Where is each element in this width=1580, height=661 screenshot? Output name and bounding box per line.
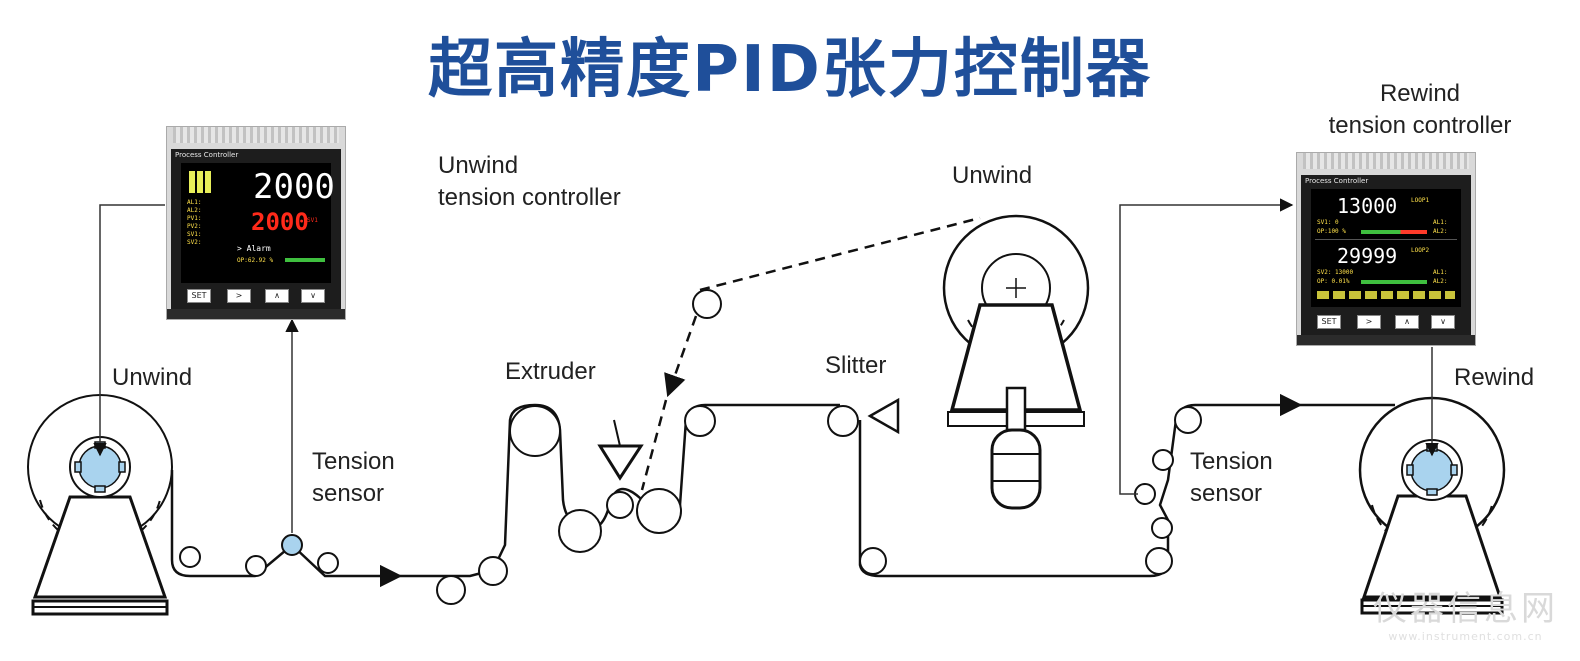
- unwind-tension-controller: Process Controller AL1:AL2:PV1:PV2:SV1:S…: [166, 126, 346, 320]
- controller-vent: [173, 127, 339, 143]
- sv-tag: SV1: [307, 217, 318, 224]
- up-button[interactable]: ∧: [1395, 315, 1419, 329]
- controller-header: Process Controller: [1305, 177, 1369, 185]
- signal-lines: [93, 198, 1439, 533]
- controller-screen: AL1:AL2:PV1:PV2:SV1:SV2: 2000 2000 SV1 >…: [181, 163, 335, 283]
- loop1-value: 13000: [1337, 194, 1398, 218]
- controller-face: Process Controller AL1:AL2:PV1:PV2:SV1:S…: [171, 149, 341, 309]
- sv-display: 2000: [251, 208, 309, 236]
- controller-base: [1297, 335, 1475, 345]
- shift-button[interactable]: >: [227, 289, 251, 303]
- set-button[interactable]: SET: [1317, 315, 1341, 329]
- controller-face: Process Controller 13000 LOOP1 SV1: 0 OP…: [1301, 175, 1471, 335]
- rewind-tension-controller: Process Controller 13000 LOOP1 SV1: 0 OP…: [1296, 152, 1476, 346]
- dashed-web: [640, 216, 981, 491]
- set-button[interactable]: SET: [187, 289, 211, 303]
- controller-vent: [1303, 153, 1469, 169]
- pv-display: 2000: [253, 167, 335, 207]
- diagram-title: 超高精度PID张力控制器: [428, 33, 1152, 107]
- loop2-al2: AL2:: [1433, 278, 1448, 285]
- down-button[interactable]: ∨: [1431, 315, 1455, 329]
- extruder-die: [597, 419, 644, 481]
- screen-divider: [1315, 239, 1457, 240]
- loop2-al1: AL1:: [1433, 269, 1448, 276]
- status-text: AL1:AL2:PV1:PV2:SV1:SV2:: [187, 199, 202, 246]
- slitter-label: Slitter: [825, 352, 887, 379]
- op-text: OP:62.92 %: [237, 257, 274, 264]
- loop1-al1: AL1:: [1433, 219, 1448, 226]
- controller-base: [167, 309, 345, 319]
- loop1-al2: AL2:: [1433, 228, 1448, 235]
- up-button[interactable]: ∧: [265, 289, 289, 303]
- unwind-left-label: Unwind: [112, 364, 193, 391]
- op2-bar: [1361, 280, 1427, 284]
- down-button[interactable]: ∨: [301, 289, 325, 303]
- controller-screen: 13000 LOOP1 SV1: 0 OP:100 % AL1: AL2: 29…: [1311, 189, 1461, 307]
- unwind-reel-left: [27, 394, 173, 616]
- op2-text: OP: 0.01%: [1317, 278, 1350, 285]
- status-leds: [1317, 291, 1455, 299]
- unwind-center-label: Unwind: [952, 162, 1033, 189]
- loop1-tag: LOOP1: [1411, 197, 1430, 204]
- controller-header: Process Controller: [175, 151, 239, 159]
- sv1-text: SV1: 0: [1317, 219, 1339, 226]
- slitter-blade: [867, 397, 900, 435]
- sv2-text: SV2: 13000: [1317, 269, 1354, 276]
- tension-sensor-left: [281, 534, 303, 556]
- shift-button[interactable]: >: [1357, 315, 1381, 329]
- alarm-text: > Alarm: [237, 244, 271, 253]
- loop2-tag: LOOP2: [1411, 247, 1430, 254]
- op1-bar: [1361, 230, 1427, 234]
- watermark: 仪器信息网 www.instrument.com.cn: [1373, 589, 1558, 643]
- rewind-label: Rewind: [1454, 364, 1535, 391]
- extruder-label: Extruder: [505, 358, 596, 385]
- rollers: [179, 289, 1202, 605]
- unwind-reel-center: [942, 214, 1090, 510]
- op-bar: [285, 258, 325, 262]
- status-grid: [189, 171, 213, 193]
- op1-text: OP:100 %: [1317, 228, 1346, 235]
- gear-hub-right: [1401, 439, 1463, 501]
- loop2-value: 29999: [1337, 244, 1398, 268]
